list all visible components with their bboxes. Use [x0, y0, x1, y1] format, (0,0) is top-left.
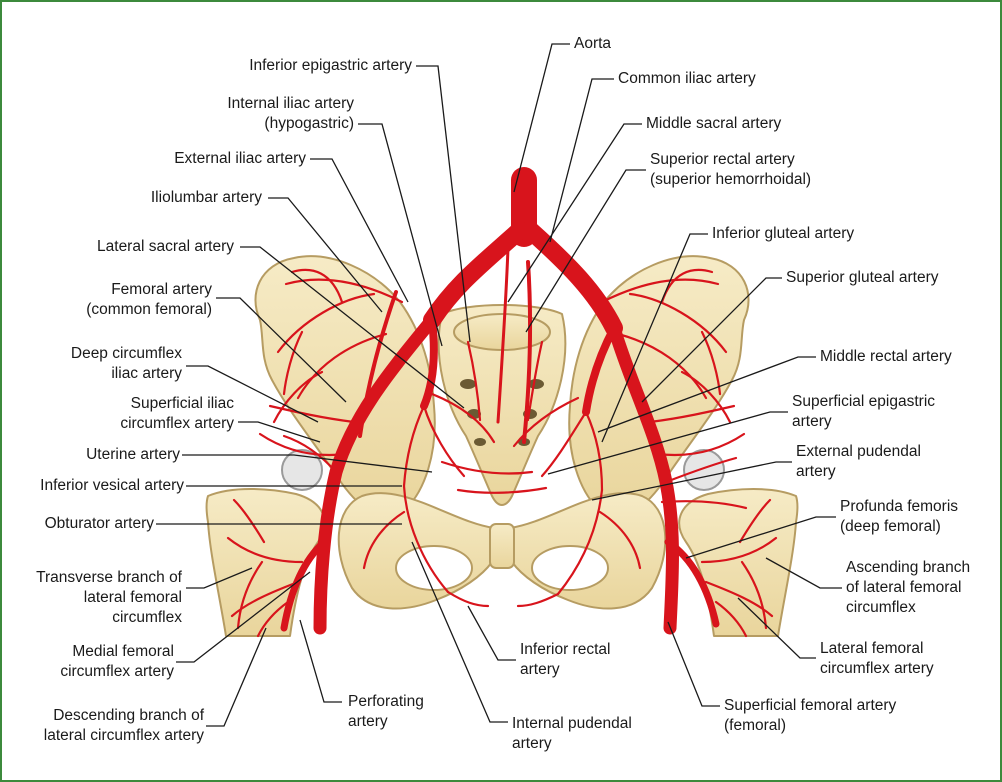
label-superficial-epigastric: Superficial epigastric artery [792, 393, 936, 430]
label-superficial-iliac-circumflex: Superficial iliac circumflex artery [120, 395, 234, 432]
label-inferior-vesical: Inferior vesical artery [40, 477, 184, 494]
leader-lateral-sacral [240, 246, 465, 409]
leader-superficial-epigastric [547, 411, 788, 475]
leader-lateral-femoral-circumflex [737, 597, 816, 659]
leader-aorta [513, 43, 570, 193]
label-internal-pudendal: Internal pudendal artery [512, 715, 632, 752]
left-femoral-head [281, 449, 323, 491]
label-lateral-sacral: Lateral sacral artery [97, 238, 234, 255]
label-obturator: Obturator artery [44, 515, 154, 532]
right-obturator-foramen [531, 545, 609, 591]
middle-sacral-vessel [496, 246, 510, 424]
right-profunda [664, 538, 720, 628]
right-internal-iliac [582, 324, 618, 416]
leader-deep-circumflex-iliac [186, 365, 319, 423]
leader-uterine [182, 454, 433, 473]
label-internal-iliac: Internal iliac artery (hypogastric) [227, 95, 354, 132]
label-descending-branch: Descending branch of lateral circumflex … [43, 707, 204, 744]
label-external-iliac: External iliac artery [174, 150, 306, 167]
left-profunda [280, 538, 328, 632]
left-internal-iliac [420, 316, 438, 410]
artery-branches [226, 268, 778, 638]
label-middle-sacral: Middle sacral artery [646, 115, 782, 132]
leader-lines [156, 43, 842, 727]
leader-common-iliac [549, 78, 614, 243]
label-deep-circumflex-iliac: Deep circumflex iliac artery [70, 345, 182, 382]
label-middle-rectal: Middle rectal artery [820, 348, 952, 365]
label-superior-rectal: Superior rectal artery (superior hemorrh… [650, 151, 812, 188]
leader-profunda [685, 516, 836, 559]
label-medial-femoral-circumflex: Medial femoral circumflex artery [60, 643, 174, 680]
leader-external-pudendal [591, 461, 792, 501]
leader-internal-pudendal [411, 541, 508, 723]
leader-inferior-gluteal [601, 233, 708, 443]
left-femur [205, 488, 326, 637]
leader-external-iliac [310, 158, 409, 303]
left-obturator-foramen [395, 545, 473, 591]
leader-superior-gluteal [641, 277, 782, 403]
leader-superficial-iliac-circumflex [238, 421, 321, 443]
label-aorta: Aorta [574, 35, 612, 52]
right-common-iliac [521, 221, 623, 337]
label-lateral-femoral-circumflex: Lateral femoral circumflex artery [820, 640, 934, 677]
leader-superior-rectal [525, 169, 646, 333]
leader-ascending-branch [765, 557, 842, 589]
leader-inferior-epigastric [416, 65, 471, 343]
label-inferior-rectal: Inferior rectal artery [520, 641, 611, 678]
label-profunda-femoris: Profunda femoris (deep femoral) [840, 498, 959, 535]
label-ascending-branch: Ascending branch of lateral femoral circ… [846, 559, 971, 616]
leader-middle-sacral [507, 123, 642, 303]
arteries [280, 167, 720, 635]
label-superior-gluteal: Superior gluteal artery [786, 269, 939, 286]
right-femur [678, 488, 799, 637]
leader-iliolumbar [268, 197, 383, 313]
label-inferior-epigastric: Inferior epigastric artery [249, 57, 412, 74]
leader-internal-iliac [358, 123, 443, 347]
label-iliolumbar: Iliolumbar artery [150, 189, 262, 206]
label-perforating: Perforating artery [348, 693, 424, 730]
label-transverse-branch: Transverse branch of lateral femoral cir… [36, 569, 182, 626]
left-common-iliac [423, 221, 529, 329]
leader-transverse-branch [186, 567, 253, 589]
pubic-symphysis [489, 523, 515, 569]
inferior-epigastric-vessel [358, 290, 398, 438]
label-external-pudendal: External pudendal artery [796, 443, 921, 480]
superior-rectal-vessel [522, 260, 533, 444]
right-femoral-head [683, 449, 725, 491]
label-common-iliac: Common iliac artery [618, 70, 756, 87]
label-inferior-gluteal: Inferior gluteal artery [712, 225, 855, 242]
label-uterine: Uterine artery [86, 446, 180, 463]
leader-middle-rectal [597, 356, 816, 433]
leader-superficial-femoral [667, 621, 720, 707]
leader-medial-femoral-circumflex [176, 571, 311, 663]
leader-descending-branch [206, 627, 267, 727]
leader-femoral-common [216, 297, 347, 403]
label-femoral-common: Femoral artery (common femoral) [86, 281, 212, 318]
label-superficial-femoral: Superficial femoral artery (femoral) [724, 697, 897, 734]
leader-perforating [299, 619, 342, 703]
leader-inferior-rectal [467, 605, 516, 661]
